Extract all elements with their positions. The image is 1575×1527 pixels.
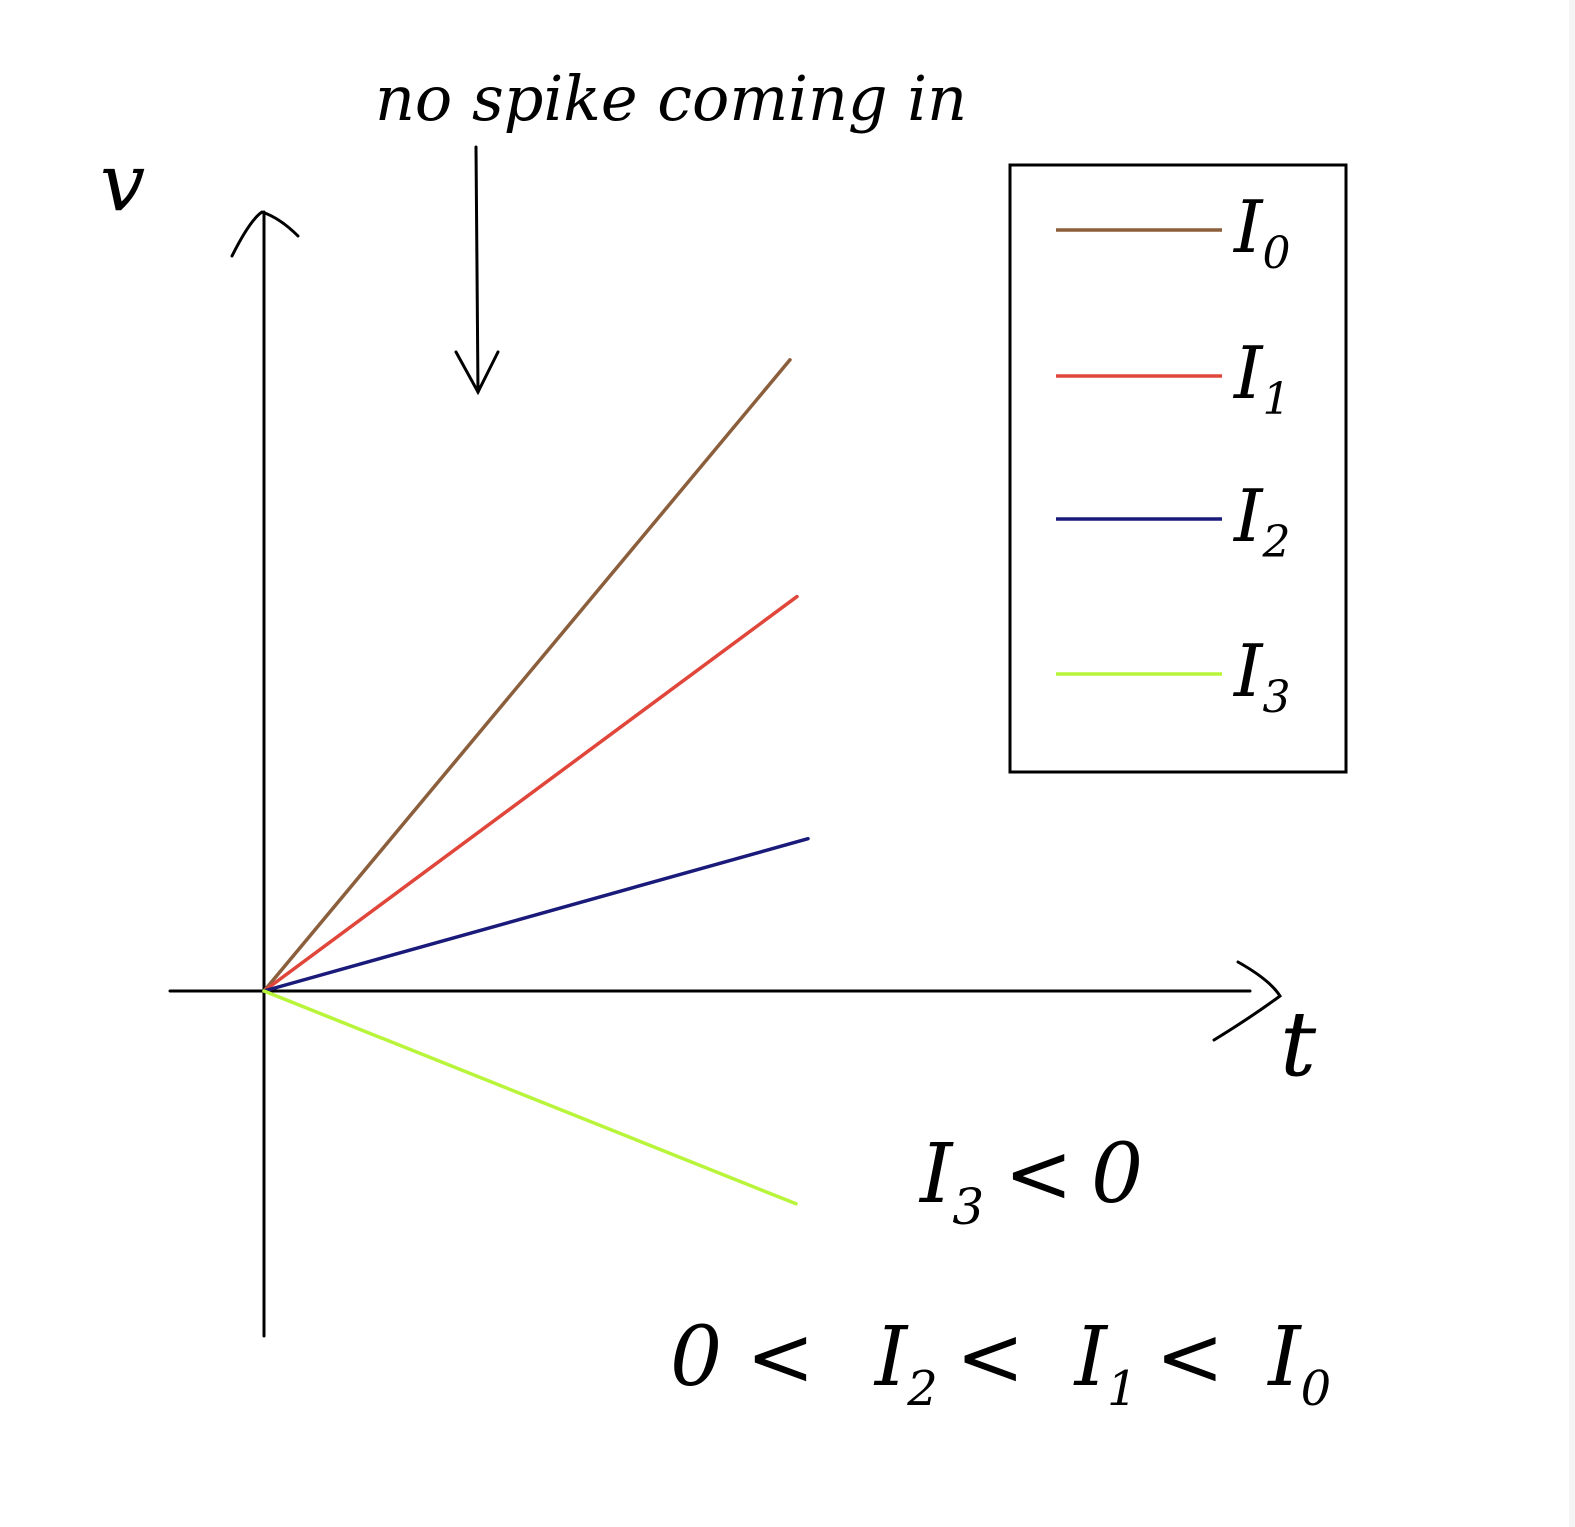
legend-label-2: I2 [1232,474,1290,568]
ord-i0-sub: 0 [1301,1361,1332,1417]
series-line-1 [262,594,799,993]
legend-label-sub-0: 0 [1262,228,1290,279]
y-axis [230,210,300,1338]
legend-label-sub-3: 3 [1262,672,1290,723]
condition-negative: I3 <0 [918,1127,1143,1236]
cond-zero: 0 [1091,1127,1143,1222]
legend-label-main-0: I [1232,185,1264,269]
down-arrow-icon [454,145,500,396]
legend-label-main-1: I [1232,331,1264,415]
x-axis [168,960,1283,1042]
ord-i2: I [873,1310,909,1405]
legend-label-3: I3 [1232,629,1290,723]
legend-box [1008,163,1348,774]
ord-i0: I [1266,1310,1302,1405]
cond-i3-sub: 3 [952,1178,984,1236]
legend-label-0: I0 [1232,185,1290,279]
ord-lt3: < [1156,1310,1225,1405]
series-line-3 [262,989,798,1206]
legend-label-sub-2: 2 [1261,517,1290,568]
right-edge-strip [1569,0,1575,1527]
ord-i1: I [1073,1310,1109,1405]
legend-label-main-3: I [1232,629,1264,713]
cond-lt: < [1004,1127,1073,1222]
ord-i1-sub: 1 [1107,1361,1138,1417]
y-axis-label: v [100,136,145,229]
legend-label-sub-1: 1 [1262,374,1290,425]
x-axis-label: t [1280,992,1317,1097]
cond-i3: I [918,1127,954,1222]
legend-label-main-2: I [1232,474,1264,558]
annotation-text: no spike coming in [375,62,967,135]
series-lines [262,358,810,1206]
legend-label-1: I1 [1232,331,1290,425]
condition-ordering: 0<I2<I1<I0 [670,1310,1331,1417]
ord-zero: 0 [670,1310,722,1405]
ord-lt1: < [746,1310,815,1405]
series-line-2 [262,836,810,993]
ord-lt2: < [956,1310,1025,1405]
series-line-0 [262,358,792,993]
ord-i2-sub: 2 [906,1361,938,1417]
